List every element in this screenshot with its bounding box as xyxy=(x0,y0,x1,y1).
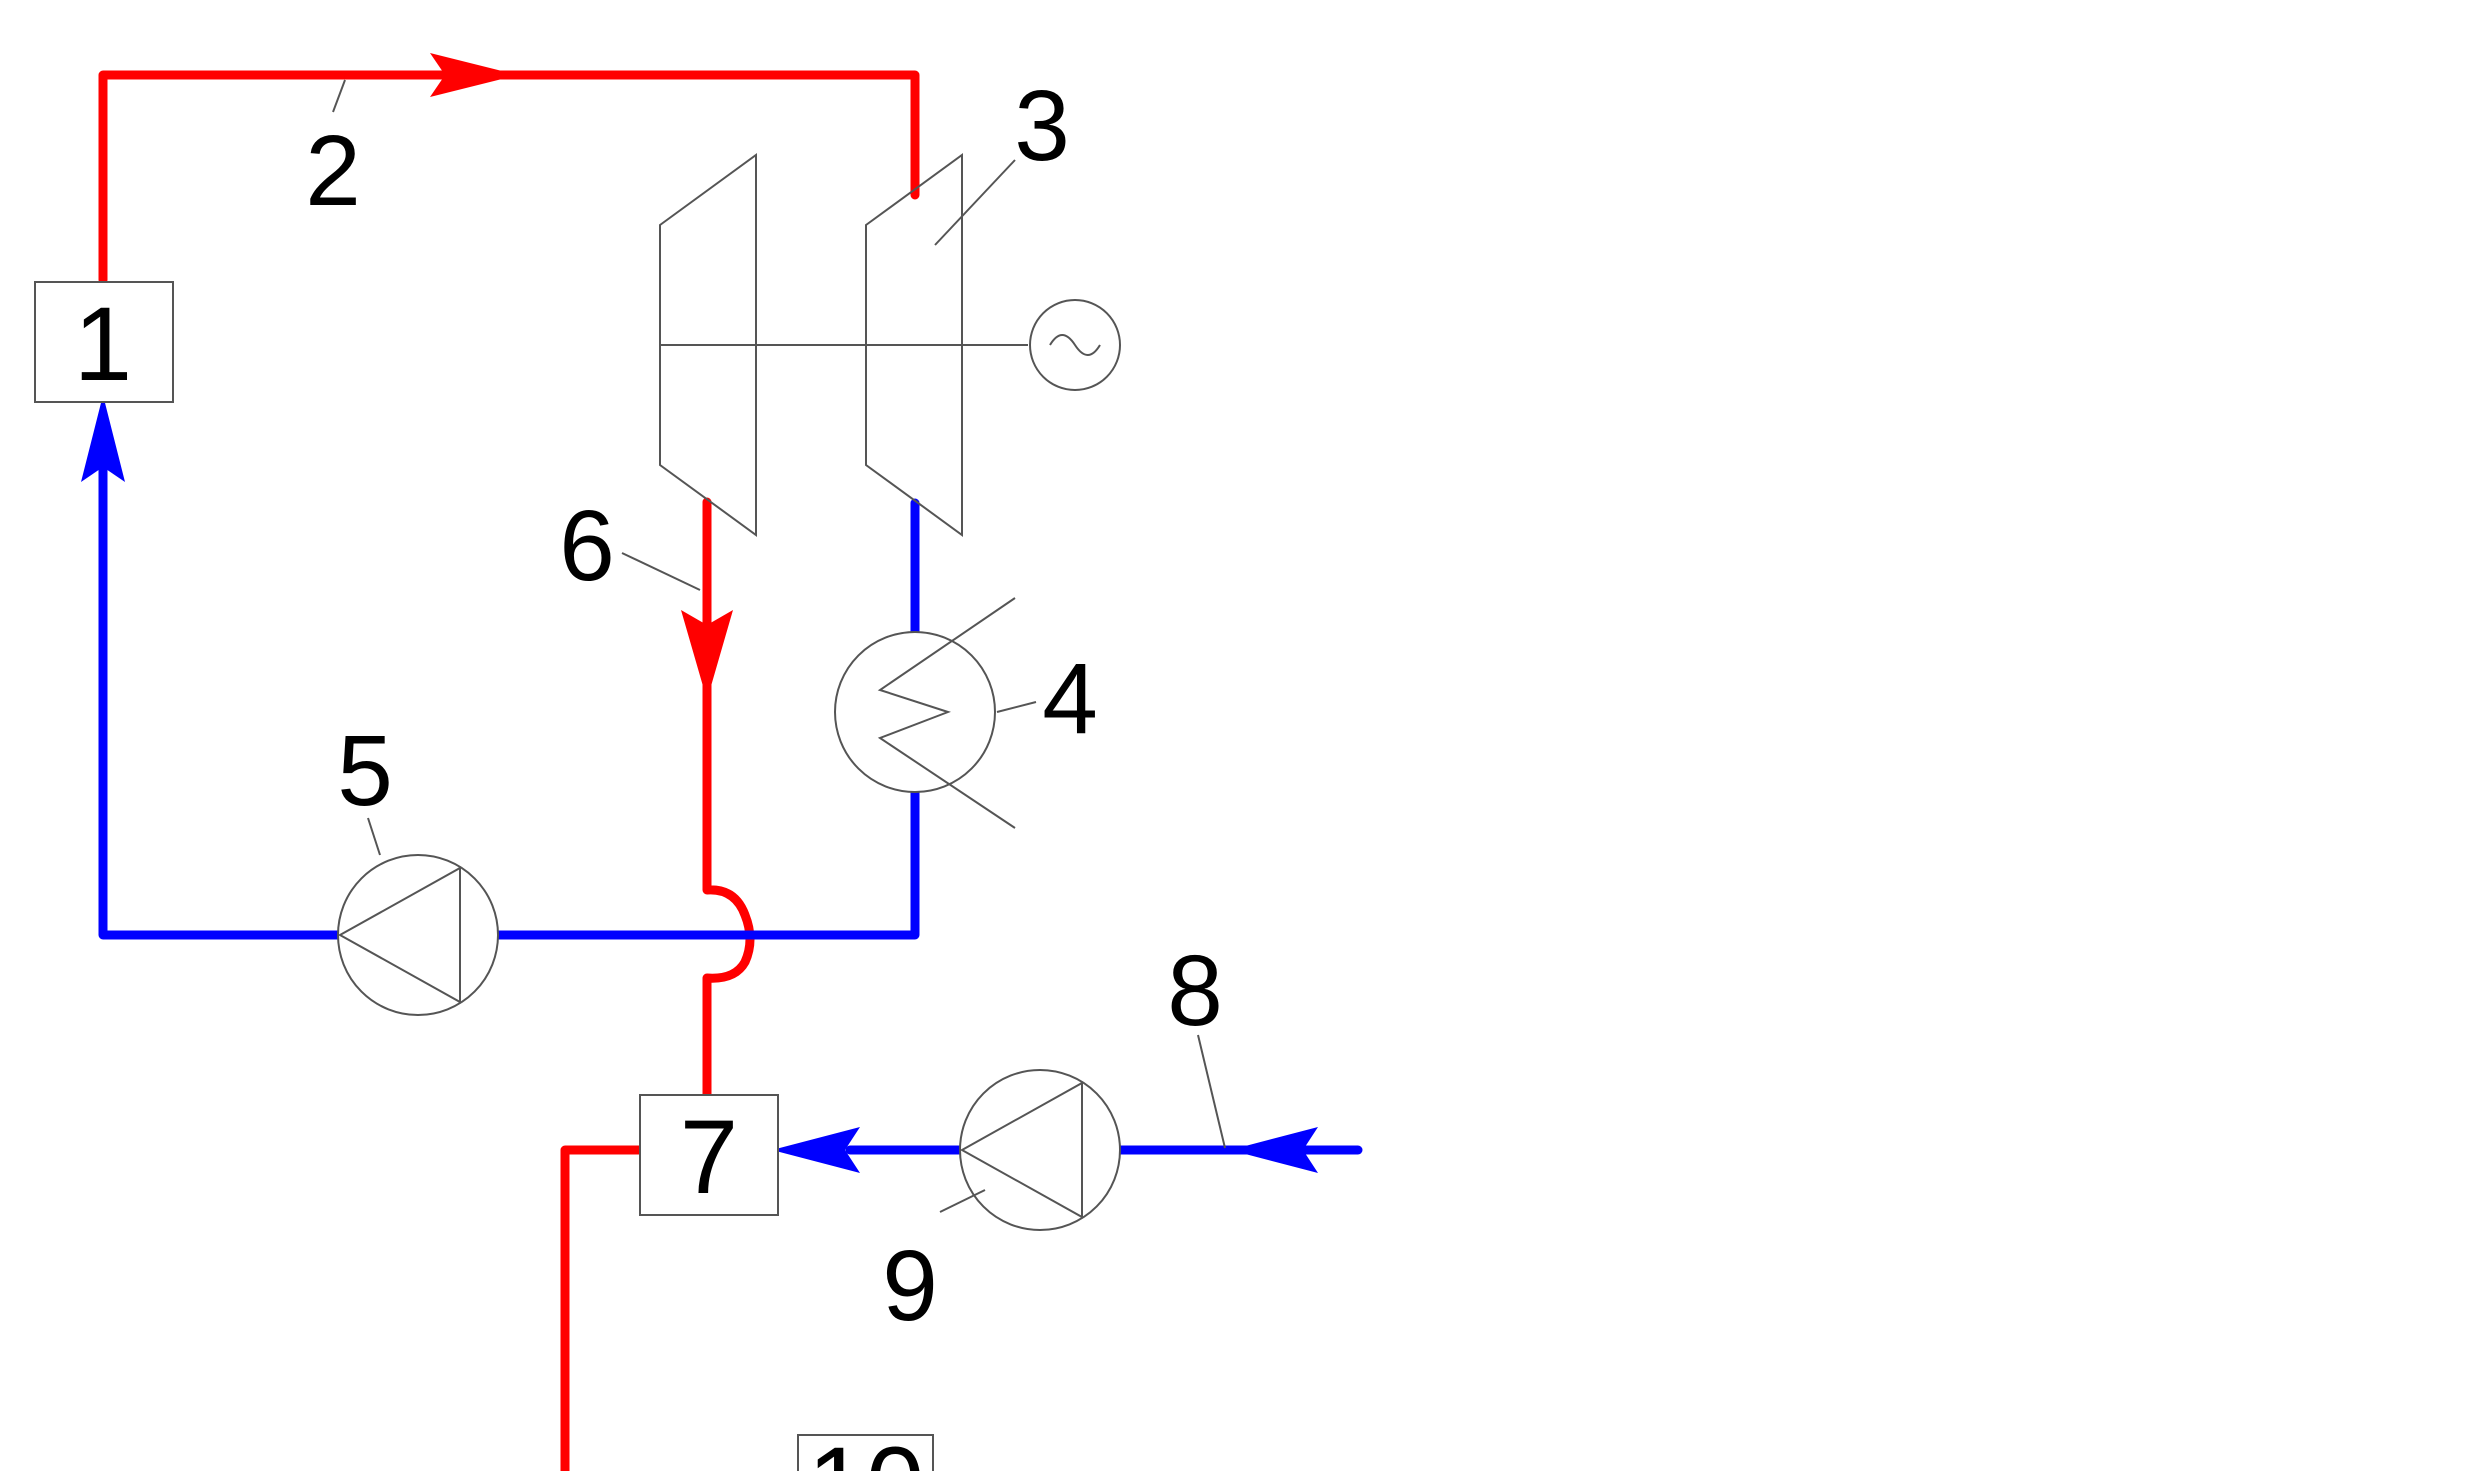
label-6: 6 xyxy=(559,490,615,602)
hot-line-7-to-10 xyxy=(560,1145,645,1471)
leader-line-8 xyxy=(1197,1034,1226,1149)
label-3: 3 xyxy=(1014,70,1070,182)
label-4: 4 xyxy=(1042,643,1098,755)
label-9: 9 xyxy=(882,1230,938,1342)
turbine-icon xyxy=(659,153,1028,537)
cold-line-4-to-5 xyxy=(491,787,920,940)
heat-exchanger-icon xyxy=(834,597,1016,829)
component-1-box xyxy=(34,281,174,403)
component-1-label: 1 xyxy=(74,286,132,403)
leader-line-9 xyxy=(939,1189,986,1213)
cold-line-5-to-1 xyxy=(98,465,345,940)
pump-icon xyxy=(337,854,499,1016)
flow-arrow-icon xyxy=(1230,1127,1318,1173)
pump-icon xyxy=(959,1069,1121,1231)
flow-arrow-icon xyxy=(430,53,518,97)
leader-line-3 xyxy=(934,159,1016,246)
leader-line-2 xyxy=(332,79,346,113)
component-7-label: 7 xyxy=(680,1099,738,1216)
hot-line-1-to-3 xyxy=(98,70,920,285)
leader-line-4 xyxy=(996,701,1037,713)
flow-arrow-icon xyxy=(81,395,125,482)
label-8: 8 xyxy=(1167,935,1223,1047)
leader-line-5 xyxy=(367,817,381,856)
label-5: 5 xyxy=(337,715,393,827)
generator-icon xyxy=(1029,299,1121,391)
label-2: 2 xyxy=(305,115,361,227)
flow-arrow-icon xyxy=(681,610,733,700)
component-10-label: 10 xyxy=(808,1426,925,1471)
leader-line-6 xyxy=(621,552,701,591)
hot-line-6 xyxy=(702,497,755,1100)
component-10-box xyxy=(797,1434,934,1471)
component-7-box xyxy=(639,1094,779,1216)
flow-arrow-icon xyxy=(772,1127,860,1173)
